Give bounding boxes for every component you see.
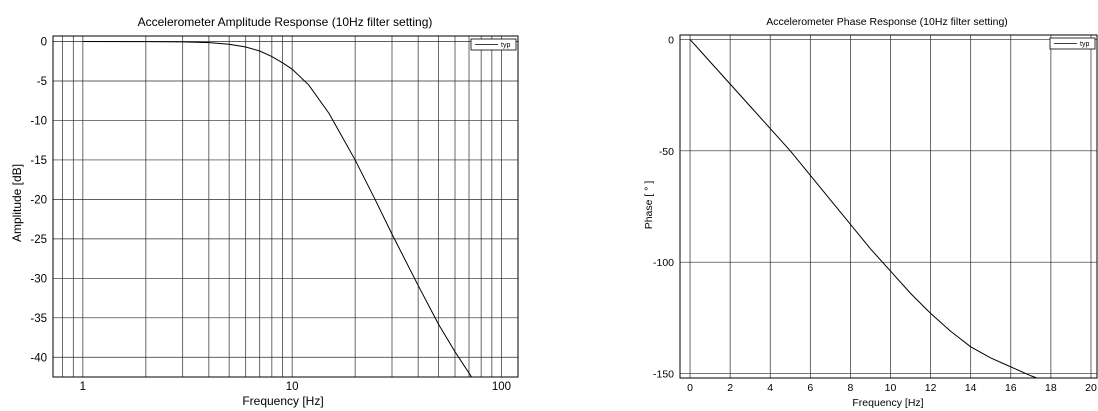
y-tick-label: 0: [41, 37, 47, 49]
x-axis-label: Frequency [Hz]: [242, 394, 323, 408]
y-tick-label: -30: [30, 273, 47, 285]
x-tick-label: 8: [847, 382, 853, 394]
plot-frame: [52, 35, 519, 378]
x-tick-label: 18: [1045, 382, 1057, 394]
y-tick-labels: 0 -50 -100 -150: [653, 34, 674, 380]
y-tick-label: 0: [668, 34, 674, 46]
y-tick-label: -20: [30, 194, 47, 206]
x-tick-label: 12: [925, 382, 937, 394]
x-tick-label: 10: [286, 381, 299, 393]
series-lines: [689, 39, 1038, 378]
y-tick-label: -25: [30, 234, 47, 246]
x-tick-labels: 1 10 100: [80, 381, 511, 393]
x-tick-label: 4: [767, 382, 773, 394]
x-tick-label: 20: [1085, 382, 1097, 394]
series-line-typ: [82, 41, 473, 377]
x-tick-labels: 0 2 4 6 8 10 12 14 16 18 20: [687, 382, 1097, 394]
x-tick-label: 0: [687, 382, 693, 394]
phase-chart: Accelerometer Phase Response (10Hz filte…: [643, 16, 1098, 409]
y-tick-label: -5: [37, 76, 47, 88]
x-axis-label: Frequency [Hz]: [852, 397, 923, 409]
legend: typ: [470, 38, 517, 51]
y-tick-label: -15: [30, 155, 47, 167]
series-lines: [82, 41, 473, 377]
x-tick-label: 10: [885, 382, 897, 394]
grid: [53, 36, 518, 377]
legend-label: typ: [501, 42, 510, 49]
plot-frame: [679, 34, 1098, 379]
legend: typ: [1049, 37, 1096, 50]
y-tick-label: -35: [30, 313, 47, 325]
y-tick-labels: 0 -5 -10 -15 -20 -25 -30 -35 -40: [30, 37, 47, 365]
x-tick-label: 16: [1005, 382, 1017, 394]
x-tick-label: 1: [80, 381, 86, 393]
amplitude-chart: Accelerometer Amplitude Response (10Hz f…: [10, 15, 519, 408]
y-tick-label: -150: [653, 369, 674, 381]
x-tick-label: 14: [965, 382, 977, 394]
chart-title: Accelerometer Amplitude Response (10Hz f…: [138, 15, 433, 29]
y-tick-label: -10: [30, 115, 47, 127]
y-axis-label: Phase [ ° ]: [643, 181, 655, 230]
y-tick-label: -100: [653, 257, 674, 269]
y-tick-label: -50: [659, 146, 674, 158]
x-tick-label: 2: [727, 382, 733, 394]
x-tick-label: 100: [492, 381, 511, 393]
grid: [680, 35, 1097, 378]
x-tick-label: 6: [807, 382, 813, 394]
legend-label: typ: [1080, 41, 1089, 48]
y-axis-label: Amplitude [dB]: [10, 164, 24, 242]
chart-title: Accelerometer Phase Response (10Hz filte…: [766, 16, 1008, 28]
y-tick-label: -40: [30, 352, 47, 364]
series-line-typ: [689, 39, 1038, 378]
